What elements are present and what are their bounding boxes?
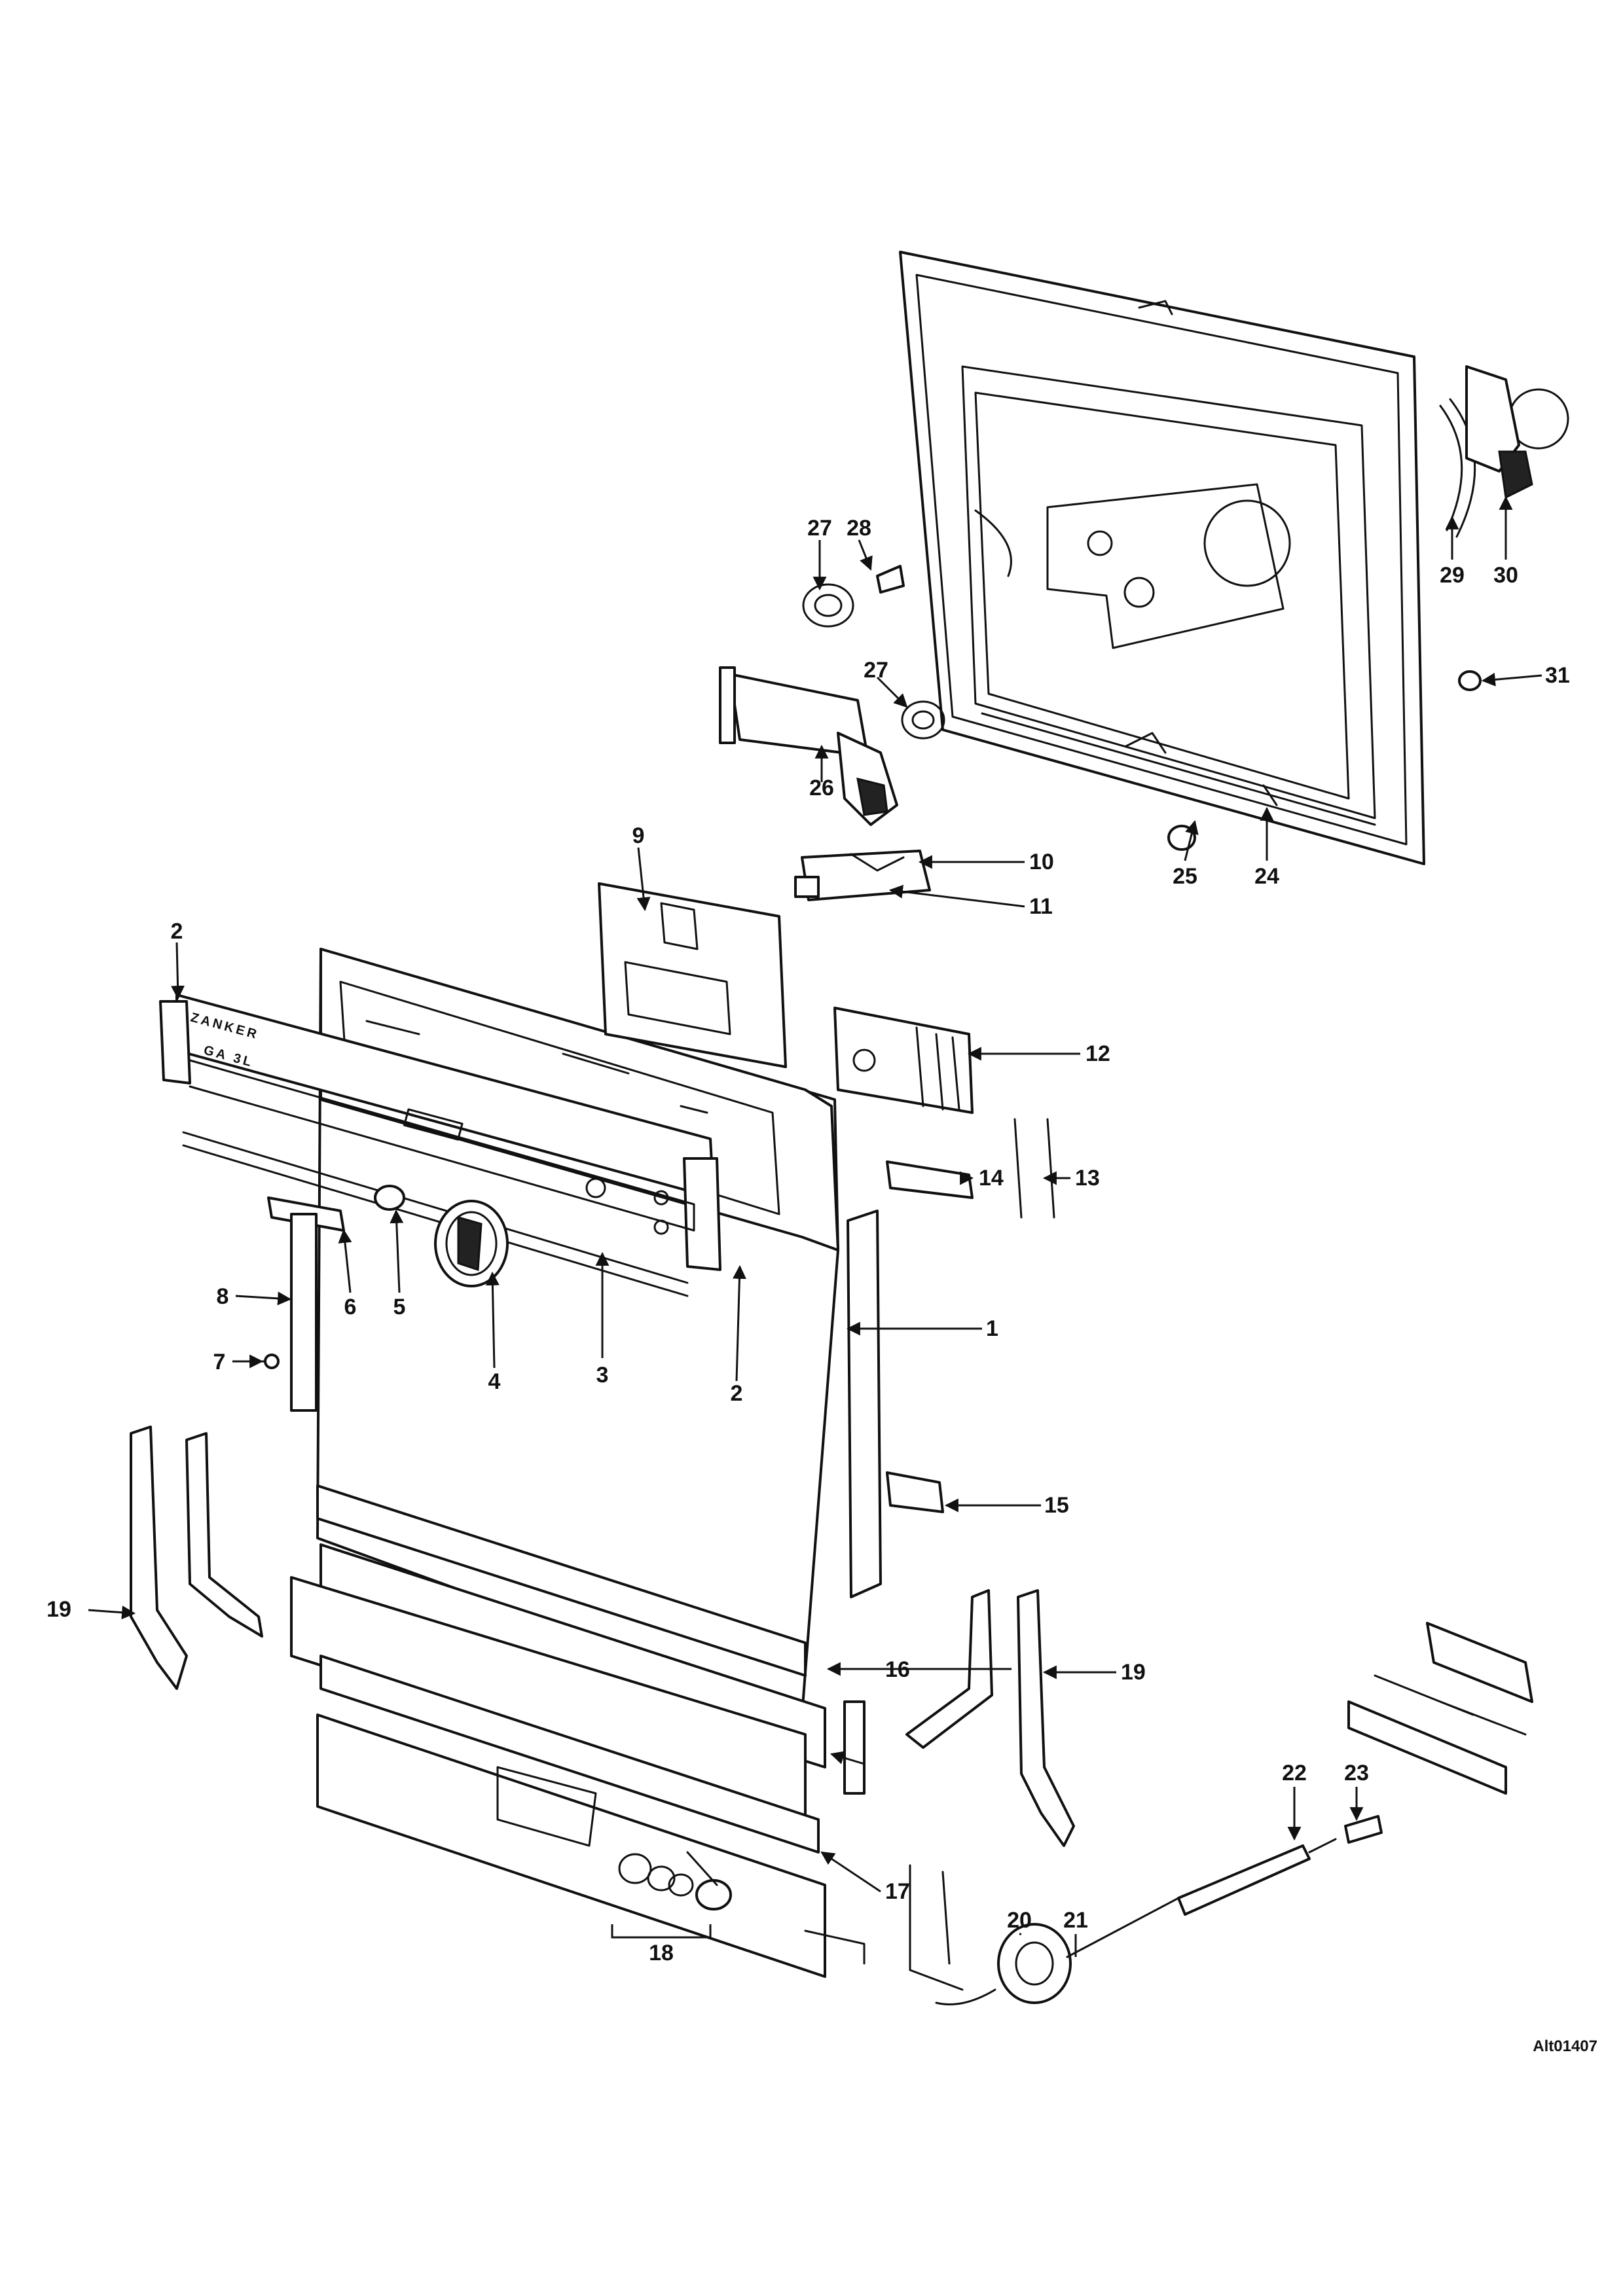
- timer-assembly: [833, 1007, 1055, 1219]
- callout-13: 13: [1075, 1166, 1100, 1191]
- callout-27: 27: [807, 516, 832, 541]
- callout-14: 14: [979, 1166, 1004, 1191]
- callout-29: 29: [1440, 563, 1465, 588]
- base-rails: [1347, 1622, 1533, 1795]
- mounting-plate: [598, 882, 787, 1068]
- lower-panels: [290, 1210, 944, 1978]
- knob-assembly: [254, 1185, 509, 1412]
- callout-6: 6: [344, 1295, 357, 1319]
- callout-labels: 27 28 27 26 29 30 31 25 24 10 11 9 2 12 …: [46, 516, 1570, 1965]
- callout-2: 2: [731, 1381, 743, 1406]
- callout-28: 28: [847, 516, 871, 541]
- callout-8: 8: [217, 1284, 229, 1309]
- callout-26: 26: [809, 776, 834, 800]
- callout-24: 24: [1254, 864, 1279, 889]
- callout-18: 18: [649, 1941, 674, 1965]
- hinge-mechanism: [1439, 365, 1569, 538]
- callout-30: 30: [1493, 563, 1518, 588]
- callout-5: 5: [393, 1295, 406, 1319]
- hose-connector: [719, 565, 945, 826]
- callout-16: 16: [885, 1657, 910, 1682]
- callout-12: 12: [1085, 1041, 1110, 1066]
- callout-17: 17: [885, 1879, 910, 1904]
- callout-9: 9: [632, 823, 645, 848]
- callout-19: 19: [1121, 1660, 1146, 1685]
- spring-pulley-assembly: [909, 1815, 1383, 2005]
- callout-21: 21: [1063, 1908, 1088, 1933]
- callout-4: 4: [488, 1369, 501, 1394]
- callout-20: 20: [1007, 1908, 1032, 1933]
- callout-23: 23: [1344, 1761, 1369, 1785]
- callout-11: 11: [1029, 894, 1053, 919]
- callout-1: 1: [986, 1316, 998, 1341]
- leader-lines: [88, 495, 1542, 1957]
- callout-22: 22: [1282, 1761, 1307, 1785]
- callout-31: 31: [1545, 663, 1570, 688]
- callout-7: 7: [213, 1350, 226, 1374]
- hinge-bracket-right: [905, 1589, 1075, 1847]
- callout-25: 25: [1173, 864, 1197, 889]
- callout-3: 3: [596, 1363, 609, 1388]
- callout-19: 19: [46, 1597, 71, 1622]
- inner-door-panel: [899, 251, 1425, 865]
- callout-27: 27: [864, 658, 888, 683]
- callout-10: 10: [1029, 850, 1054, 874]
- lock-set: [618, 1851, 732, 1910]
- callout-2: 2: [171, 919, 183, 944]
- callout-15: 15: [1044, 1493, 1069, 1518]
- figure-code: Alt01407: [1533, 2037, 1597, 2055]
- hinge-bracket-left: [130, 1426, 263, 1690]
